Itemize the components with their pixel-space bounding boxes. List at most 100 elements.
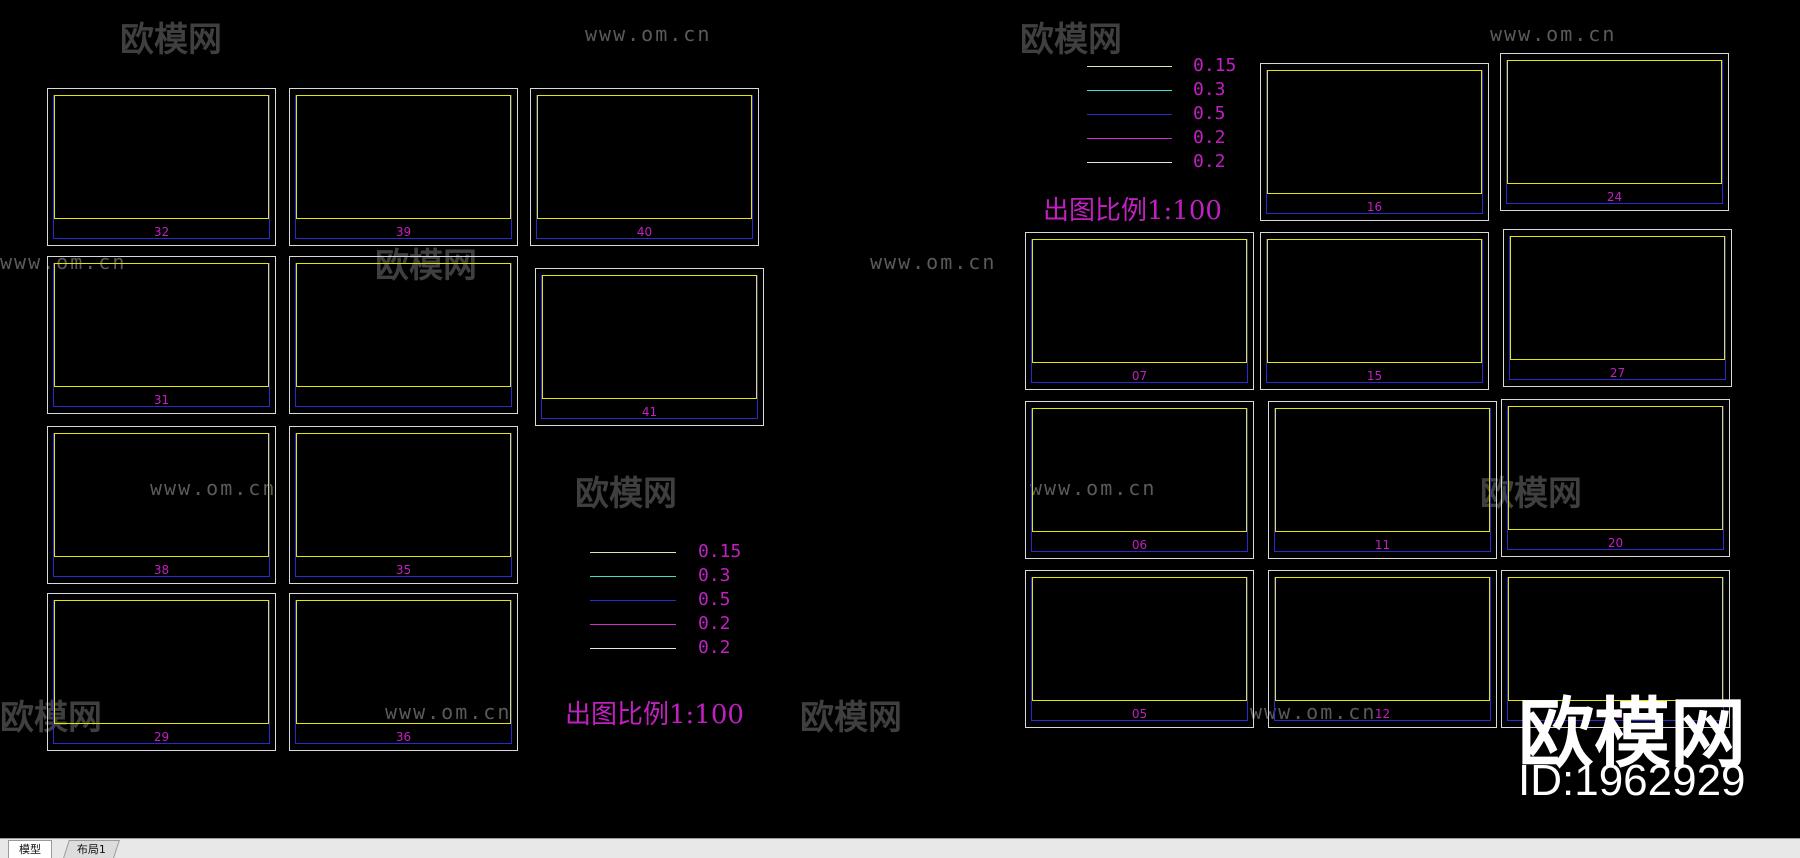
legend-line xyxy=(590,600,676,601)
tab-layout1-label: 布局1 xyxy=(76,843,106,856)
sheet-number: 12 xyxy=(1374,707,1391,721)
drawing-scale-label: 出图比例1:100 xyxy=(1043,196,1222,226)
legend-line xyxy=(1087,162,1172,163)
sheet-number: 16 xyxy=(1366,200,1383,214)
sheet-number: 20 xyxy=(1607,536,1624,550)
cad-model-canvas[interactable]: 欧模网 www.om.cn 欧模网 www.om.cn 欧模网 www.om.c… xyxy=(0,0,1800,838)
sheet-number: 15 xyxy=(1366,369,1383,383)
sheet-number: 29 xyxy=(153,730,170,744)
watermark-brand: 欧模网 xyxy=(1480,474,1582,514)
legend-label: 0.2 xyxy=(698,637,731,658)
drawing-sheet[interactable]: 29 xyxy=(47,593,276,751)
legend-line xyxy=(590,624,676,625)
drawing-sheet[interactable]: 27 xyxy=(1503,229,1732,387)
drawing-sheet[interactable]: 22 xyxy=(1501,570,1730,728)
watermark-url: www.om.cn xyxy=(585,22,712,46)
watermark-brand: 欧模网 xyxy=(575,474,677,514)
sheet-number: 22 xyxy=(1607,707,1624,721)
drawing-sheet[interactable]: 38 xyxy=(47,426,276,584)
drawing-scale-label: 出图比例1:100 xyxy=(565,700,744,730)
legend-label: 0.2 xyxy=(1193,127,1226,148)
legend-table xyxy=(1032,239,1247,363)
sheet-number: 27 xyxy=(1609,366,1626,380)
sheet-number: 38 xyxy=(153,563,170,577)
drawing-sheet[interactable]: 35 xyxy=(289,426,518,584)
drawing-sheet[interactable]: 15 xyxy=(1260,232,1489,390)
drawing-sheet[interactable]: 36 xyxy=(289,593,518,751)
legend-label: 0.5 xyxy=(698,589,731,610)
legend-line xyxy=(1087,66,1172,67)
legend-table xyxy=(537,95,752,219)
legend-table xyxy=(1275,577,1490,701)
sheet-number: 39 xyxy=(395,225,412,239)
brand-logo-text: 欧模网 xyxy=(1518,689,1746,778)
legend-table xyxy=(1507,60,1722,184)
sheet-number: 36 xyxy=(395,730,412,744)
drawing-sheet[interactable]: 39 xyxy=(289,88,518,246)
sheet-number: 06 xyxy=(1131,538,1148,552)
drawing-sheet[interactable]: 05 xyxy=(1025,570,1254,728)
sheet-number: 05 xyxy=(1131,707,1148,721)
resource-id: ID:1962929 xyxy=(1518,756,1746,805)
legend-table xyxy=(1032,577,1247,701)
sheet-number: 31 xyxy=(153,393,170,407)
legend-table xyxy=(54,600,269,724)
drawing-sheet[interactable]: 12 xyxy=(1268,570,1497,728)
drawing-sheet[interactable]: 41 xyxy=(535,268,764,426)
legend-line xyxy=(1087,138,1172,139)
legend-line xyxy=(1087,114,1172,115)
legend-table xyxy=(1508,406,1723,530)
drawing-sheet[interactable] xyxy=(289,256,518,414)
legend-table xyxy=(296,95,511,219)
watermark-brand: 欧模网 xyxy=(1020,20,1122,60)
legend-table xyxy=(1508,577,1723,701)
legend-table xyxy=(542,275,757,399)
legend-table xyxy=(296,263,511,387)
legend-label: 0.2 xyxy=(1193,151,1226,172)
legend-label: 0.3 xyxy=(1193,79,1226,100)
sheet-number: 11 xyxy=(1374,538,1391,552)
legend-line xyxy=(1087,90,1172,91)
legend-label: 0.3 xyxy=(698,565,731,586)
watermark-url: www.om.cn xyxy=(150,476,277,500)
drawing-sheet[interactable]: 16 xyxy=(1260,63,1489,221)
watermark-url: www.om.cn xyxy=(1490,22,1617,46)
legend-label: 0.15 xyxy=(1193,55,1237,76)
legend-label: 0.15 xyxy=(698,541,742,562)
legend-label: 0.2 xyxy=(698,613,731,634)
drawing-sheet[interactable]: 40 xyxy=(530,88,759,246)
drawing-sheet[interactable]: 24 xyxy=(1500,53,1729,211)
watermark-brand: 欧模网 xyxy=(120,20,222,60)
legend-table xyxy=(1267,70,1482,194)
watermark-url: www.om.cn xyxy=(0,250,127,274)
sheet-number: 32 xyxy=(153,225,170,239)
watermark-url: www.om.cn xyxy=(870,250,997,274)
legend-line xyxy=(590,576,676,577)
tab-model[interactable]: 模型 xyxy=(8,840,52,858)
sheet-number: 40 xyxy=(636,225,653,239)
drawing-sheet[interactable]: 32 xyxy=(47,88,276,246)
legend-table xyxy=(1275,408,1490,532)
legend-table xyxy=(54,263,269,387)
legend-label: 0.5 xyxy=(1193,103,1226,124)
sheet-number: 07 xyxy=(1131,369,1148,383)
drawing-sheet[interactable]: 11 xyxy=(1268,401,1497,559)
legend-line xyxy=(590,648,676,649)
drawing-sheet[interactable]: 07 xyxy=(1025,232,1254,390)
watermark-url: www.om.cn xyxy=(1030,476,1157,500)
sheet-number: 24 xyxy=(1606,190,1623,204)
watermark-brand: 欧模网 xyxy=(375,246,477,286)
watermark-url: www.om.cn xyxy=(385,700,512,724)
legend-line xyxy=(590,552,676,553)
legend-table xyxy=(296,600,511,724)
drawing-sheet[interactable]: 20 xyxy=(1501,399,1730,557)
watermark-brand: 欧模网 xyxy=(0,698,102,738)
watermark-brand: 欧模网 xyxy=(800,698,902,738)
legend-table xyxy=(54,433,269,557)
legend-table xyxy=(1032,408,1247,532)
legend-table xyxy=(1510,236,1725,360)
drawing-sheet[interactable]: 06 xyxy=(1025,401,1254,559)
legend-table xyxy=(54,95,269,219)
tab-layout1[interactable]: 布局1 xyxy=(63,840,120,858)
drawing-sheet[interactable]: 31 xyxy=(47,256,276,414)
